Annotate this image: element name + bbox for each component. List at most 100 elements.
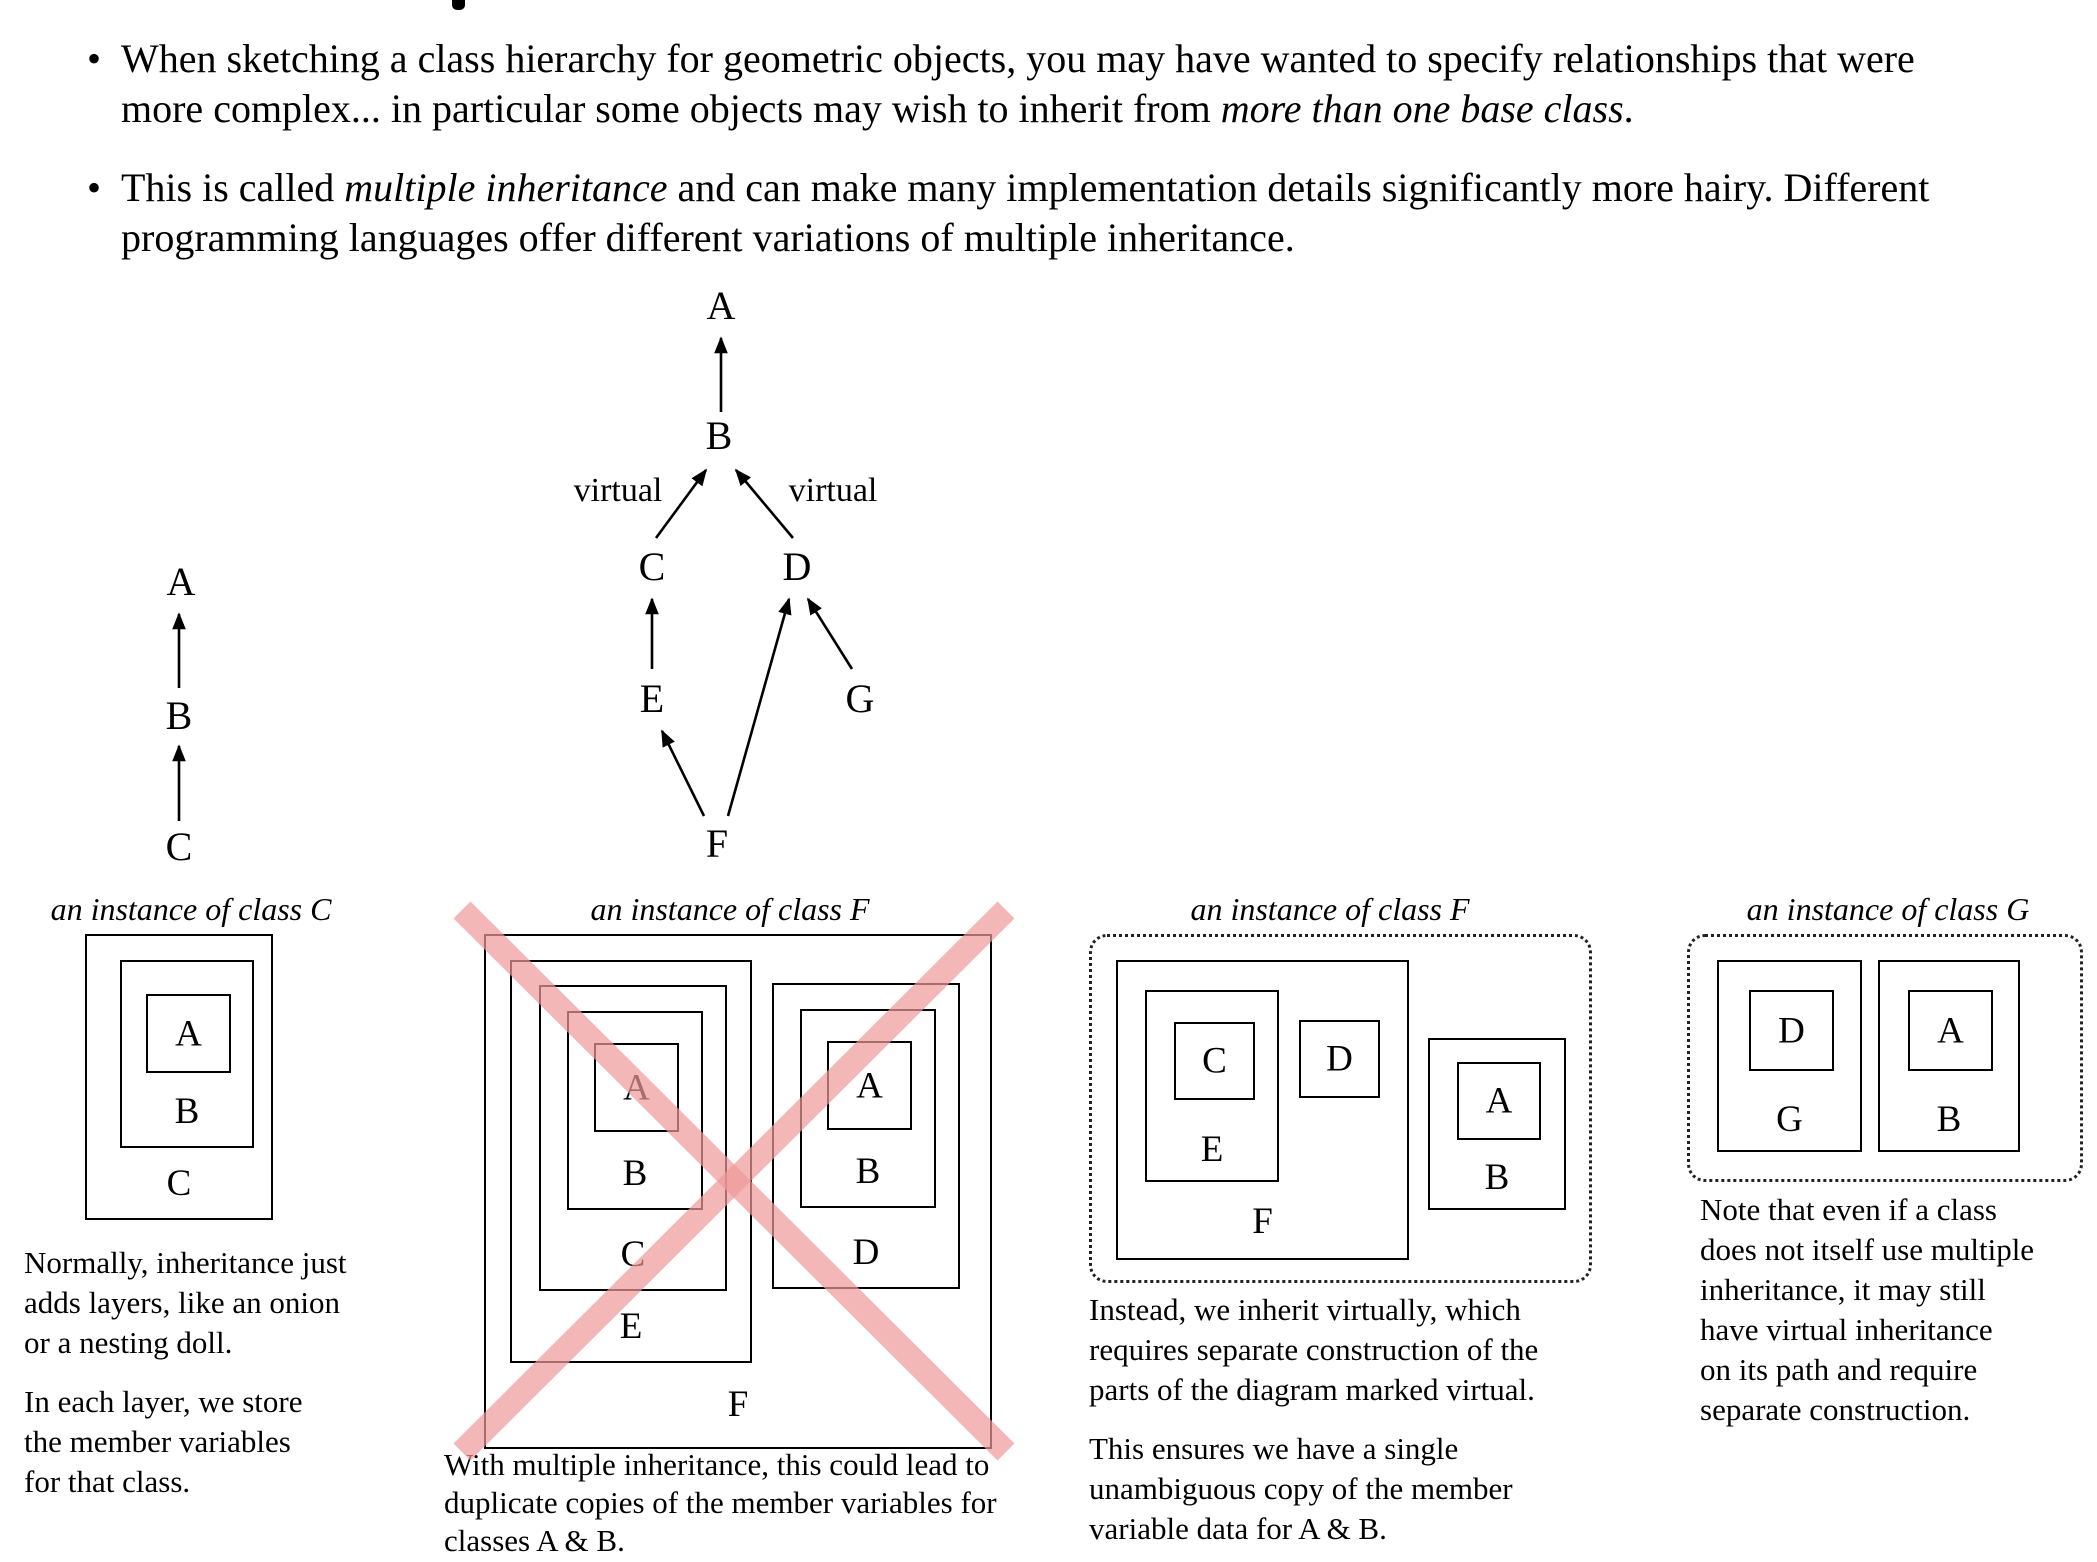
instance-g-box-a: A (1908, 990, 1993, 1071)
bullet-1-line-2: more complex... in particular some objec… (121, 84, 1915, 134)
instance-f-dup-box-b-left: A B (567, 1011, 703, 1210)
bullet-marker: • (87, 165, 102, 210)
instance-c-label-b: B (174, 1091, 200, 1132)
instance-f-virtual-caption-2: This ensures we have a single unambiguou… (1089, 1429, 1513, 1549)
caption-line: requires separate construction of the (1089, 1332, 1539, 1367)
caption-line: parts of the diagram marked virtual. (1089, 1372, 1535, 1407)
instance-f-virtual-box-b: A B (1428, 1038, 1566, 1210)
instance-f-virtual-label-a: A (1485, 1080, 1513, 1122)
simple-node-b: B (165, 693, 193, 738)
instance-f-virtual-dotted-outline: C E D F A B (1089, 934, 1592, 1283)
caption-line: classes A & B. (444, 1523, 625, 1558)
caption-line: inheritance, it may still (1700, 1272, 1986, 1307)
virtual-label-left: virtual (573, 472, 663, 509)
instance-f-dup-label-a-right: A (856, 1065, 883, 1106)
bullet-marker: • (87, 36, 102, 81)
bullet-list: • When sketching a class hierarchy for g… (87, 34, 1929, 292)
bullet-1-line-1: When sketching a class hierarchy for geo… (121, 34, 1915, 84)
instance-f-virtual-label-b: B (1484, 1157, 1510, 1198)
instance-f-dup-box-a-right: A (827, 1041, 912, 1130)
instance-f-dup-label-c: C (620, 1234, 646, 1275)
instance-f-dup-box-e: A B C E (510, 960, 752, 1363)
text-segment: When sketching a class hierarchy for geo… (121, 36, 1915, 81)
instance-f-dup-box-f: A B C E A B D F (484, 934, 992, 1449)
bullet-text-2: This is called multiple inheritance and … (121, 163, 1929, 263)
instance-c-caption-1: Normally, inheritance just adds layers, … (24, 1243, 347, 1363)
instance-f-dup-box-c: A B C (539, 985, 727, 1291)
instance-f-virtual-label-c: C (1202, 1040, 1227, 1082)
multi-node-g: G (845, 676, 875, 721)
cutoff-title-fragment (452, 0, 465, 10)
instance-f-virtual-box-a: A (1457, 1062, 1541, 1140)
simple-node-c: C (165, 824, 193, 869)
caption-line: Note that even if a class (1700, 1192, 1997, 1227)
instance-f-dup-label-d: D (852, 1232, 880, 1273)
caption-line: have virtual inheritance (1700, 1312, 1993, 1347)
caption-line: or a nesting doll. (24, 1325, 233, 1360)
instance-f-virtual-box-d: D (1299, 1020, 1380, 1098)
instance-f-dup-label-b-right: B (855, 1151, 881, 1192)
caption-line: unambiguous copy of the member (1089, 1471, 1513, 1506)
edge-multi-f-to-d (726, 597, 792, 817)
multi-node-a: A (706, 283, 736, 328)
multi-node-f: F (705, 821, 729, 866)
instance-g-label-b: B (1936, 1099, 1962, 1140)
caption-line: for that class. (24, 1464, 191, 1499)
instance-f-dup-box-b-right: A B (800, 1009, 936, 1208)
bullet-text-1: When sketching a class hierarchy for geo… (121, 34, 1915, 134)
caption-line: the member variables (24, 1424, 291, 1459)
instance-g-label-d: D (1778, 1010, 1805, 1051)
instance-c-box-b: A B (120, 960, 254, 1148)
edge-multi-f-to-e (660, 729, 706, 817)
instance-c-label-c: C (166, 1163, 192, 1204)
instance-c-box-a: A (146, 994, 231, 1073)
multi-node-b: B (705, 413, 733, 458)
instance-g-box-d: D (1749, 990, 1834, 1071)
instance-c-title: an instance of class C (50, 891, 332, 927)
caption-line: variable data for A & B. (1089, 1511, 1387, 1546)
instance-f-dup-label-f: F (727, 1384, 749, 1425)
caption-line: This ensures we have a single (1089, 1431, 1459, 1466)
instance-f-dup-title: an instance of class F (590, 891, 870, 927)
instance-c-label-a: A (175, 1013, 202, 1054)
text-segment-italic: more than one base class (1220, 86, 1624, 131)
edge-multi-c-to-b-virtual (654, 468, 708, 539)
text-segment: programming languages offer different va… (121, 215, 1295, 260)
bullet-2-line-2: programming languages offer different va… (121, 213, 1929, 263)
instance-f-virtual-box-c: C (1174, 1022, 1255, 1100)
instance-f-virtual-label-d: D (1326, 1038, 1353, 1080)
virtual-label-right: virtual (788, 472, 878, 509)
instance-f-dup-label-a-left: A (623, 1067, 650, 1108)
bullet-item-2: • This is called multiple inheritance an… (87, 163, 1929, 263)
text-segment: more complex... in particular some objec… (121, 86, 1221, 131)
instance-g-caption: Note that even if a class does not itsel… (1700, 1190, 2034, 1430)
instance-f-dup-label-e: E (619, 1306, 643, 1347)
instance-f-dup-box-a-left: A (594, 1043, 679, 1132)
instance-f-virtual-label-f: F (1252, 1201, 1273, 1242)
caption-line: In each layer, we store (24, 1384, 303, 1419)
caption-line: adds layers, like an onion (24, 1285, 340, 1320)
text-segment-italic: multiple inheritance (344, 165, 668, 210)
caption-line: separate construction. (1700, 1392, 1971, 1427)
bullet-2-line-1: This is called multiple inheritance and … (121, 163, 1929, 213)
instance-g-label-g: G (1776, 1099, 1803, 1140)
caption-line: Normally, inheritance just (24, 1245, 347, 1280)
multi-node-c: C (638, 544, 666, 589)
instance-c-box-c: A B C (85, 934, 273, 1220)
instance-f-dup-box-d: A B D (772, 983, 960, 1289)
caption-line: Instead, we inherit virtually, which (1089, 1292, 1521, 1327)
simple-node-a: A (166, 559, 196, 604)
edge-multi-g-to-d (806, 597, 854, 670)
instance-g-title: an instance of class G (1746, 891, 2030, 927)
instance-g-dotted-outline: D G A B (1687, 934, 2083, 1182)
caption-line: duplicate copies of the member variables… (444, 1485, 997, 1520)
instance-f-virtual-box-e: C E (1145, 990, 1279, 1182)
edge-multi-d-to-b-virtual (734, 468, 794, 539)
caption-line: With multiple inheritance, this could le… (444, 1447, 990, 1482)
instance-f-virtual-title: an instance of class F (1190, 891, 1470, 927)
text-segment: . (1623, 86, 1634, 131)
multi-node-e: E (639, 676, 665, 721)
multi-node-d: D (782, 544, 812, 589)
text-segment: and can make many implementation details… (667, 165, 1930, 210)
